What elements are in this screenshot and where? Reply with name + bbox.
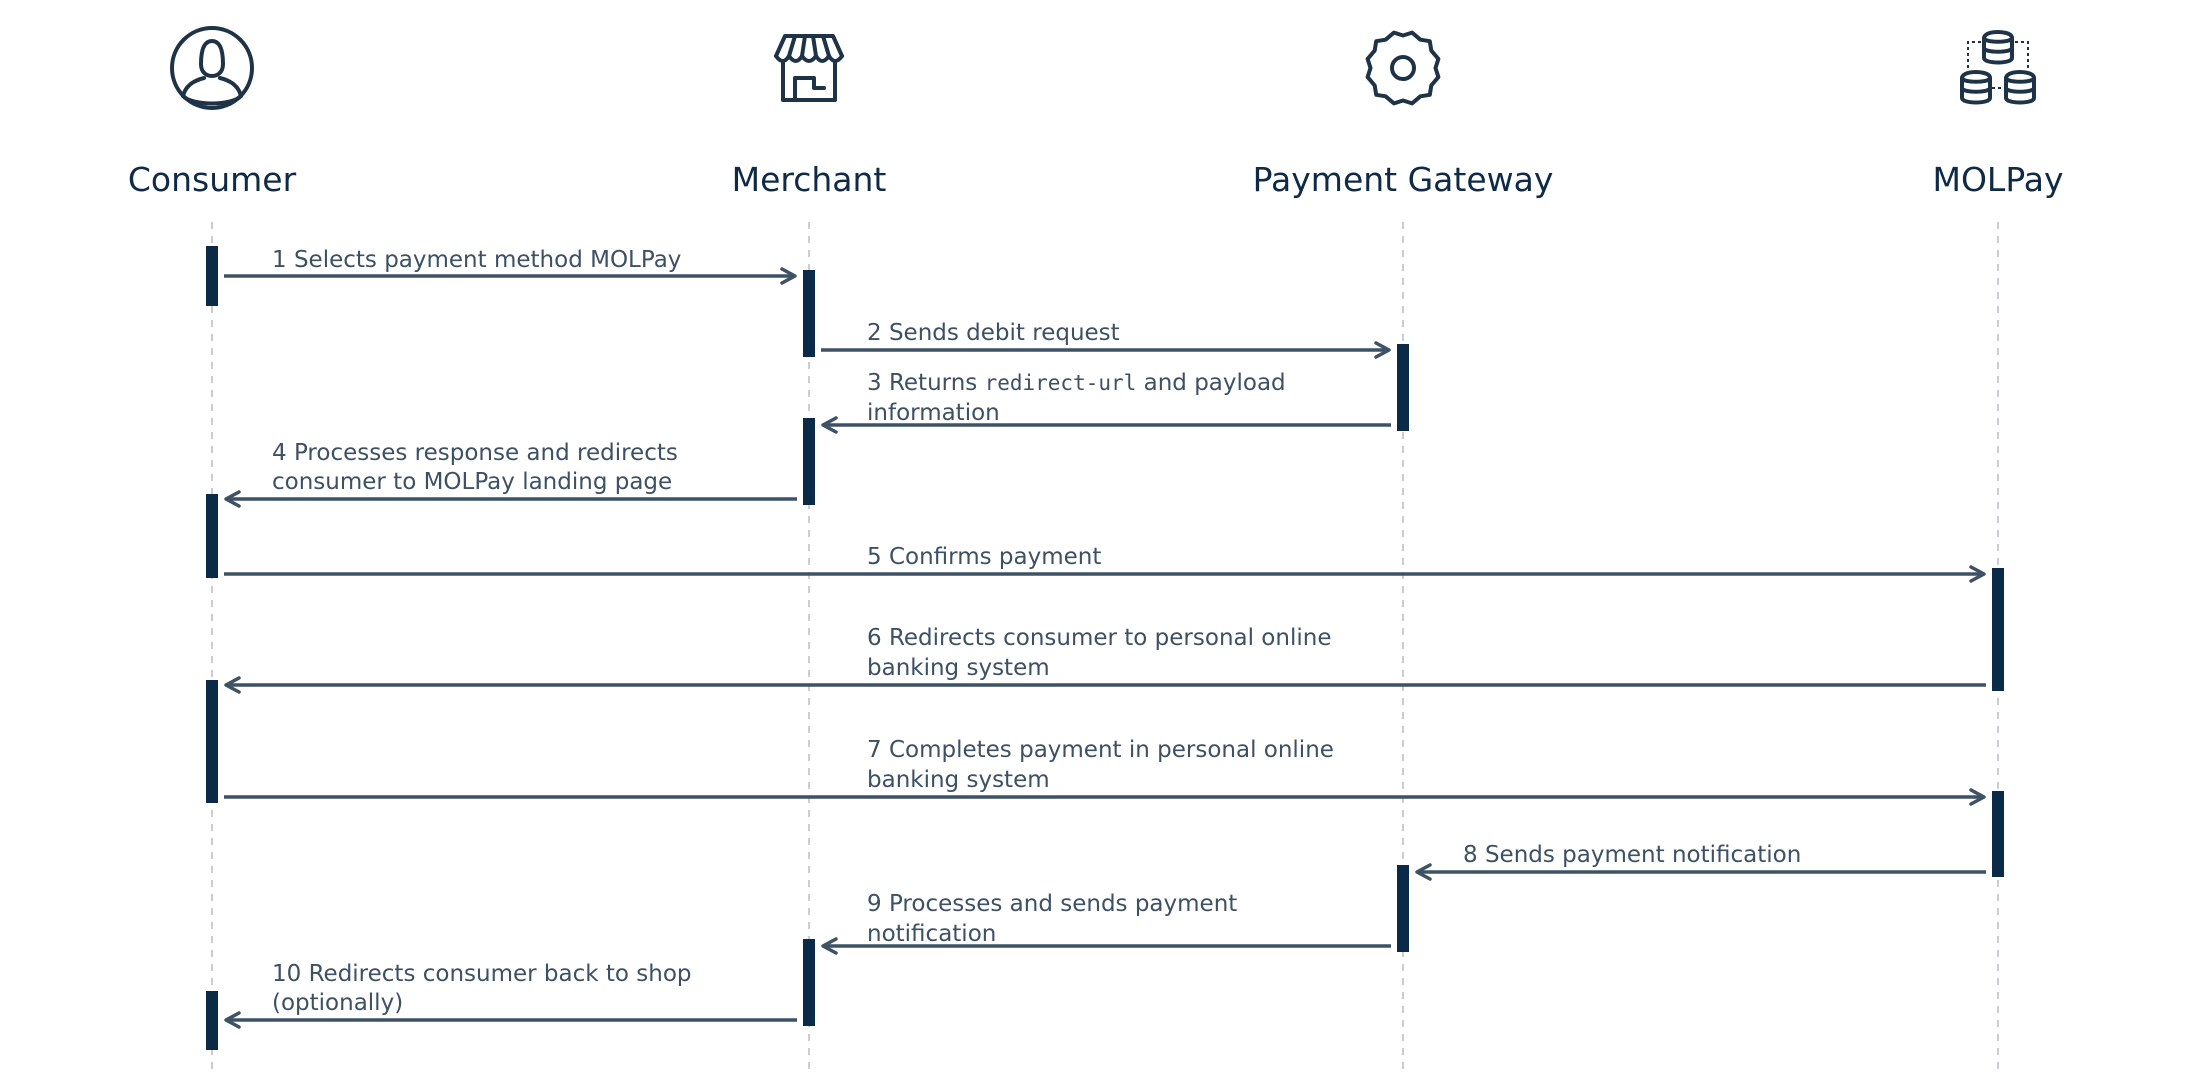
message-6: 6 Redirects consumer to personal online … bbox=[224, 625, 1986, 694]
message-2: 2 Sends debit request bbox=[821, 320, 1391, 359]
arrowhead-right-icon bbox=[780, 267, 797, 285]
activation-merchant bbox=[803, 270, 815, 357]
activation-molpay bbox=[1992, 791, 2004, 877]
message-text: Confirms payment bbox=[889, 544, 1101, 570]
activation-payment-gateway bbox=[1397, 865, 1409, 952]
message-label-line-2: notification bbox=[867, 921, 996, 947]
message-4: 4 Processes response and redirects consu… bbox=[224, 440, 797, 508]
message-9: 9 Processes and sends payment notificati… bbox=[821, 891, 1391, 955]
activation-molpay bbox=[1992, 568, 2004, 691]
message-label-line-2: banking system bbox=[867, 767, 1050, 793]
activation-merchant bbox=[803, 418, 815, 505]
message-label: 7 Completes payment in personal online bbox=[867, 737, 1334, 763]
message-label: 8 Sends payment notification bbox=[1463, 842, 1801, 868]
message-5: 5 Confirms payment bbox=[224, 544, 1986, 583]
actor-label-molpay: MOLPay bbox=[1932, 160, 2063, 199]
message-text: Sends debit request bbox=[889, 320, 1120, 346]
message-label: 4 Processes response and redirects bbox=[272, 440, 678, 466]
arrowhead-left-icon bbox=[1415, 863, 1432, 881]
message-label: 9 Processes and sends payment bbox=[867, 891, 1237, 917]
activation-consumer bbox=[206, 246, 218, 306]
message-label: 3 Returns redirect-url and payload bbox=[867, 370, 1286, 396]
message-text: Processes response and redirects bbox=[294, 440, 678, 466]
arrowhead-left-icon bbox=[821, 937, 838, 955]
arrowhead-left-icon bbox=[224, 1011, 241, 1029]
message-text: Completes payment in personal online bbox=[889, 737, 1334, 763]
actor-label-merchant: Merchant bbox=[732, 160, 887, 199]
message-number: 1 bbox=[272, 247, 287, 273]
gear-icon bbox=[1365, 30, 1441, 106]
message-label: 5 Confirms payment bbox=[867, 544, 1101, 570]
message-text: Selects payment method MOLPay bbox=[294, 247, 681, 273]
message-label: 1 Selects payment method MOLPay bbox=[272, 247, 681, 273]
arrowhead-left-icon bbox=[224, 490, 241, 508]
message-number: 9 bbox=[867, 891, 882, 917]
actor-label-consumer: Consumer bbox=[128, 160, 297, 199]
message-number: 2 bbox=[867, 320, 882, 346]
database-icon bbox=[1960, 30, 2036, 105]
message-number: 10 bbox=[272, 961, 301, 987]
message-text: Redirects consumer to personal online bbox=[889, 625, 1332, 651]
arrowhead-right-icon bbox=[1969, 788, 1986, 806]
activation-consumer bbox=[206, 680, 218, 803]
message-number: 6 bbox=[867, 625, 882, 651]
activation-consumer bbox=[206, 494, 218, 578]
message-label-line-2: (optionally) bbox=[272, 990, 403, 1016]
user-icon bbox=[170, 26, 254, 110]
message-text: Sends payment notification bbox=[1485, 842, 1801, 868]
arrowhead-left-icon bbox=[821, 416, 838, 434]
message-number: 3 bbox=[867, 370, 882, 396]
actor-label-payment-gateway: Payment Gateway bbox=[1253, 160, 1554, 199]
message-code: redirect-url bbox=[985, 371, 1137, 395]
message-label: 2 Sends debit request bbox=[867, 320, 1120, 346]
message-text: Redirects consumer back to shop bbox=[309, 961, 692, 987]
message-label: 10 Redirects consumer back to shop bbox=[272, 961, 692, 987]
message-label-line-2: consumer to MOLPay landing page bbox=[272, 469, 672, 495]
message-number: 7 bbox=[867, 737, 882, 763]
store-icon bbox=[774, 34, 844, 102]
message-3: 3 Returns redirect-url and payload infor… bbox=[821, 370, 1391, 434]
message-label-line-2: banking system bbox=[867, 655, 1050, 681]
message-7: 7 Completes payment in personal online b… bbox=[224, 737, 1986, 806]
message-number: 8 bbox=[1463, 842, 1478, 868]
arrowhead-right-icon bbox=[1969, 565, 1986, 583]
arrowhead-right-icon bbox=[1374, 341, 1391, 359]
message-text: Processes and sends payment bbox=[889, 891, 1237, 917]
activation-consumer bbox=[206, 991, 218, 1050]
message-label-line-2: information bbox=[867, 400, 1000, 426]
arrowhead-left-icon bbox=[224, 676, 241, 694]
message-number: 4 bbox=[272, 440, 287, 466]
activation-merchant bbox=[803, 939, 815, 1026]
message-10: 10 Redirects consumer back to shop (opti… bbox=[224, 961, 797, 1029]
message-label: 6 Redirects consumer to personal online bbox=[867, 625, 1331, 651]
message-8: 8 Sends payment notification bbox=[1415, 842, 1986, 881]
message-1: 1 Selects payment method MOLPay bbox=[224, 247, 797, 285]
message-number: 5 bbox=[867, 544, 882, 570]
activation-payment-gateway bbox=[1397, 344, 1409, 431]
message-text: Returns bbox=[889, 370, 977, 396]
message-text: and payload bbox=[1144, 370, 1286, 396]
